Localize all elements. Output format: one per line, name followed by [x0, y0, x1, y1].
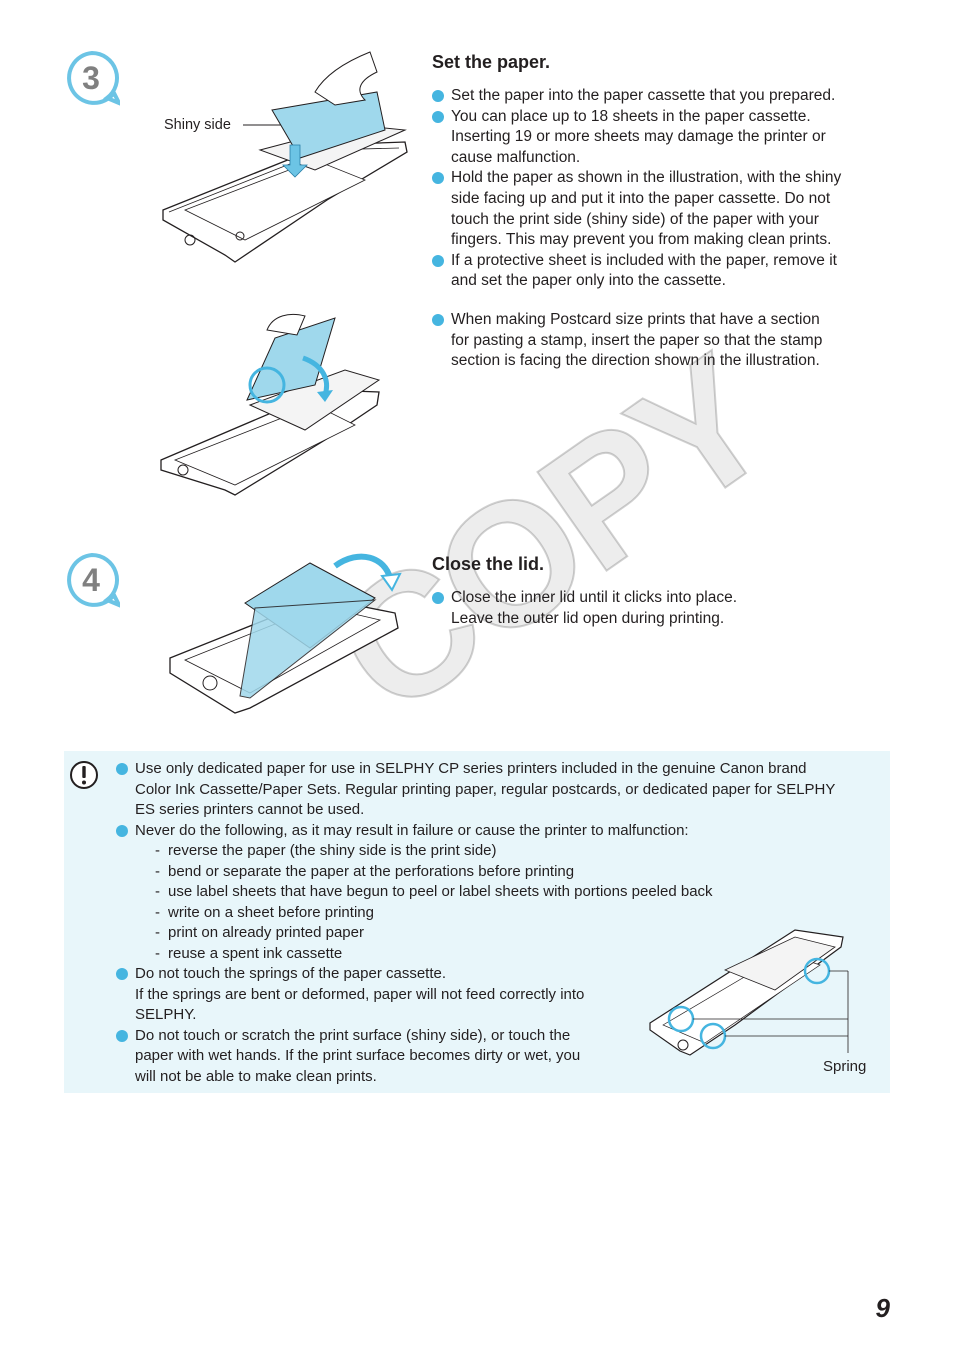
spring-cassette-illustration — [649, 929, 849, 1056]
list-item: -use label sheets that have begun to pee… — [155, 883, 713, 900]
bullet-icon — [432, 172, 444, 185]
list-item: You can place up to 18 sheets in the pap… — [432, 107, 892, 169]
step-4-title: Close the lid. — [432, 554, 545, 574]
svg-text:3: 3 — [82, 60, 100, 96]
list-item: If a protective sheet is included with t… — [432, 251, 892, 292]
caution-icon — [70, 761, 98, 789]
list-item: Never do the following, as it may result… — [116, 821, 886, 965]
step-3-title: Set the paper. — [432, 52, 551, 72]
list-item: -write on a sheet before printing — [155, 903, 374, 921]
close-lid-illustration — [169, 553, 402, 714]
bullet-icon — [432, 592, 444, 604]
step-3-bullet-list: Set the paper into the paper cassette th… — [432, 86, 892, 372]
bullet-icon — [116, 968, 128, 980]
bullet-icon — [432, 254, 444, 267]
spring-label: Spring — [823, 1058, 867, 1075]
list-item: Set the paper into the paper cassette th… — [432, 86, 892, 107]
list-item: -reuse a spent ink cassette — [155, 944, 343, 962]
prohibited-actions-list: -reverse the paper (the shiny side is th… — [135, 841, 886, 964]
bullet-icon — [432, 313, 444, 326]
bullet-icon — [116, 763, 128, 775]
list-item: Hold the paper as shown in the illustrat… — [432, 168, 892, 250]
bullet-icon — [432, 110, 444, 123]
list-item: Do not touch or scratch the print surfac… — [116, 1026, 886, 1088]
list-item: -print on already printed paper — [155, 924, 364, 941]
postcard-insertion-illustration — [160, 313, 381, 496]
list-item: When making Postcard size prints that ha… — [432, 310, 892, 372]
list-item: Close the inner lid until it clicks into… — [432, 588, 892, 629]
shiny-side-label: Shiny side — [164, 117, 231, 133]
step-4-bullet-list: Close the inner lid until it clicks into… — [432, 588, 892, 629]
list-item: Use only dedicated paper for use in SELP… — [116, 759, 886, 821]
list-item: Do not touch the springs of the paper ca… — [116, 964, 886, 1026]
bullet-icon — [116, 824, 128, 837]
svg-text:4: 4 — [82, 562, 100, 598]
step-4-number-badge: 4 — [67, 552, 120, 608]
list-item: -reverse the paper (the shiny side is th… — [155, 842, 497, 859]
paper-cassette-illustration — [162, 51, 408, 263]
bullet-icon — [432, 90, 444, 102]
step-3-number-badge: 3 — [67, 50, 120, 106]
bullet-icon — [116, 1029, 128, 1042]
list-item: -bend or separate the paper at the perfo… — [155, 862, 575, 880]
caution-list: Use only dedicated paper for use in SELP… — [116, 759, 886, 1087]
page-number: 9 — [875, 1293, 890, 1323]
